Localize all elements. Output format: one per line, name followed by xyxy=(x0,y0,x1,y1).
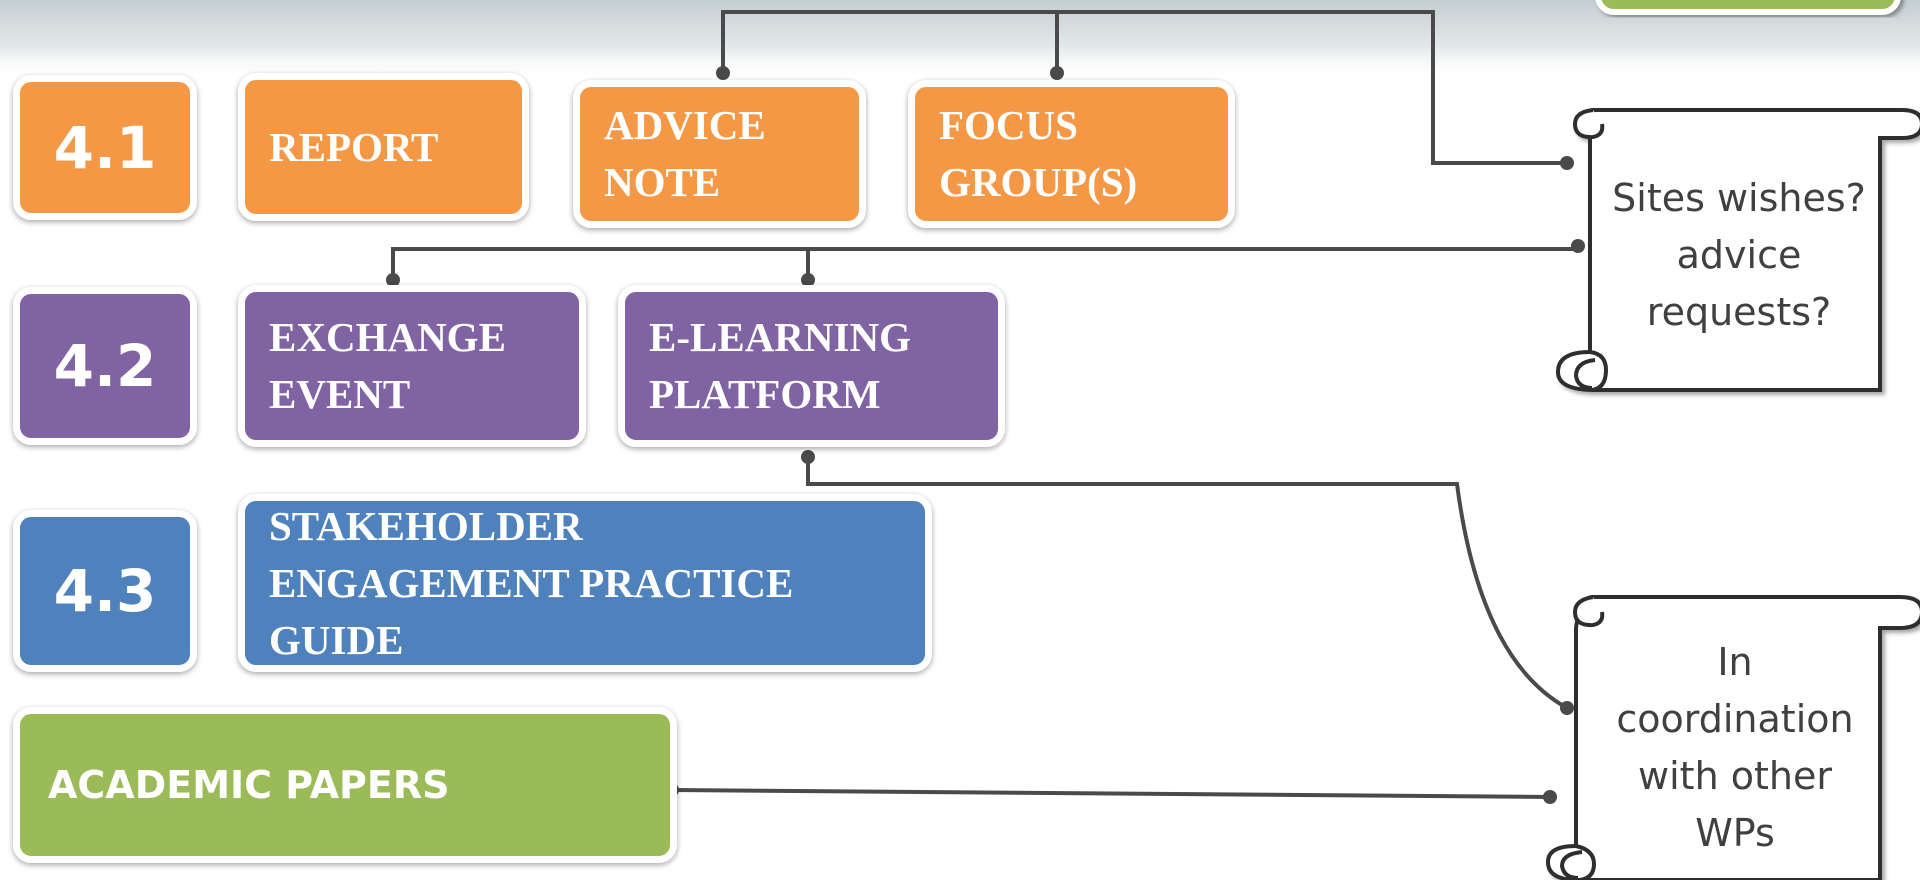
scroll-text-line: In xyxy=(1717,640,1753,684)
connector-dot xyxy=(801,450,815,464)
connector-dot xyxy=(801,273,815,287)
connector-dot xyxy=(386,273,400,287)
scroll-shape-top xyxy=(1555,108,1920,392)
connector-dot xyxy=(1571,239,1585,253)
report-box: REPORT xyxy=(238,73,529,221)
connector-papers-to-bottom-scroll xyxy=(671,788,1551,799)
scroll-text-top: Sites wishes? advice requests? xyxy=(1598,170,1880,341)
advice-note-box: ADVICE NOTE xyxy=(573,80,866,228)
wp-number-4-1: 4.1 xyxy=(13,75,197,220)
wp-number-4-2: 4.2 xyxy=(13,287,197,445)
academic-papers-box: ACADEMIC PAPERS xyxy=(13,707,677,863)
connector-advice-focus-to-scroll xyxy=(721,10,1567,165)
wp-number-4-3: 4.3 xyxy=(13,510,197,672)
connector-elearning-to-bottom-scroll xyxy=(806,457,1568,710)
connector-dot xyxy=(716,66,730,80)
elearning-platform-box: E-LEARNING PLATFORM xyxy=(618,285,1005,447)
scroll-text-line: coordination xyxy=(1616,697,1854,741)
connector-dot xyxy=(1560,156,1574,170)
practice-guide-box: STAKEHOLDER ENGAGEMENT PRACTICE GUIDE xyxy=(238,494,932,672)
scroll-text-line: requests? xyxy=(1646,290,1832,334)
scroll-text-line: advice xyxy=(1676,233,1802,277)
connector-dot xyxy=(1543,790,1557,804)
scroll-text-line: Sites wishes? xyxy=(1612,176,1866,220)
connector-row42-to-scroll xyxy=(391,247,1578,280)
focus-groups-box: FOCUS GROUP(S) xyxy=(908,80,1235,228)
exchange-event-box: EXCHANGE EVENT xyxy=(238,285,586,447)
scroll-text-line: WPs xyxy=(1695,811,1775,855)
scroll-text-line: with other xyxy=(1638,754,1832,798)
connector-dot xyxy=(1050,66,1064,80)
scroll-text-bottom: In coordination with other WPs xyxy=(1590,634,1880,862)
scroll-shape-bottom xyxy=(1545,595,1920,880)
top-right-green-box xyxy=(1595,0,1901,15)
connector-dot xyxy=(1560,701,1574,715)
